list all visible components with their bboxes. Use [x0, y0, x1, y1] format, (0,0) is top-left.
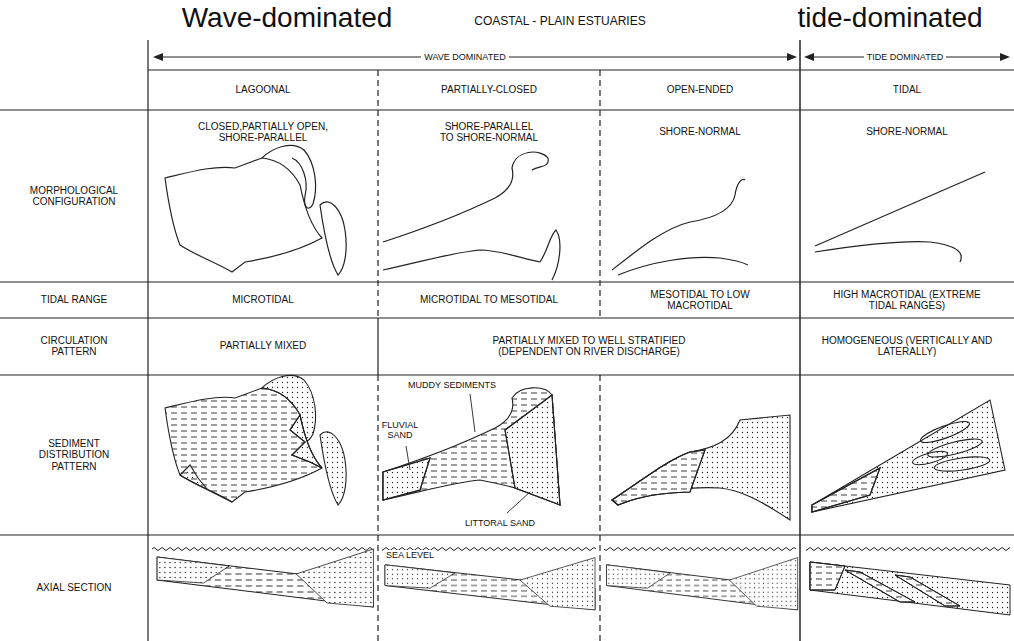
regime-heading: Wave-dominated: [152, 2, 422, 34]
callout-label: SEA LEVEL: [383, 550, 437, 560]
row-header: CIRCULATION PATTERN: [24, 335, 124, 358]
callout-label: FLUVIAL SAND: [376, 420, 424, 441]
table-cell: SHORE-NORMAL: [610, 126, 790, 138]
table-cell: PARTIALLY MIXED TO WELL STRATIFIED (DEPE…: [464, 335, 714, 358]
table-cell: SHORE-NORMAL: [817, 126, 997, 138]
column-header: PARTIALLY-CLOSED: [389, 84, 589, 96]
row-header: TIDAL RANGE: [9, 294, 139, 306]
callout-label: MUDDY SEDIMENTS: [397, 380, 507, 390]
table-cell: SHORE-PARALLEL TO SHORE-NORMAL: [438, 121, 540, 144]
table-cell: MICROTIDAL: [163, 294, 363, 306]
regime-heading: tide-dominated: [770, 2, 1010, 34]
table-cell: CLOSED,PARTIALLY OPEN, SHORE-PARALLEL: [178, 121, 348, 144]
row-header: AXIAL SECTION: [9, 582, 139, 594]
regime-arrow-label: TIDE DOMINATED: [864, 52, 946, 62]
table-cell: HIGH MACROTIDAL (EXTREME TIDAL RANGES): [832, 289, 982, 312]
row-header: SEDIMENT DISTRIBUTION PATTERN: [24, 438, 124, 473]
callout-label: LITTORAL SAND: [445, 518, 555, 528]
column-header: OPEN-ENDED: [610, 84, 790, 96]
column-header: TIDAL: [812, 84, 1002, 96]
column-header: LAGOONAL: [163, 84, 363, 96]
table-cell: HOMOGENEOUS (VERTICALLY AND LATERALLY): [805, 335, 1010, 358]
table-cell: PARTIALLY MIXED: [163, 340, 363, 352]
diagram-title: COASTAL - PLAIN ESTUARIES: [410, 15, 710, 29]
row-header: MORPHOLOGICAL CONFIGURATION: [14, 185, 134, 208]
table-cell: MESOTIDAL TO LOW MACROTIDAL: [625, 289, 775, 312]
regime-arrow-label: WAVE DOMINATED: [421, 52, 508, 62]
table-cell: MICROTIDAL TO MESOTIDAL: [384, 294, 594, 306]
